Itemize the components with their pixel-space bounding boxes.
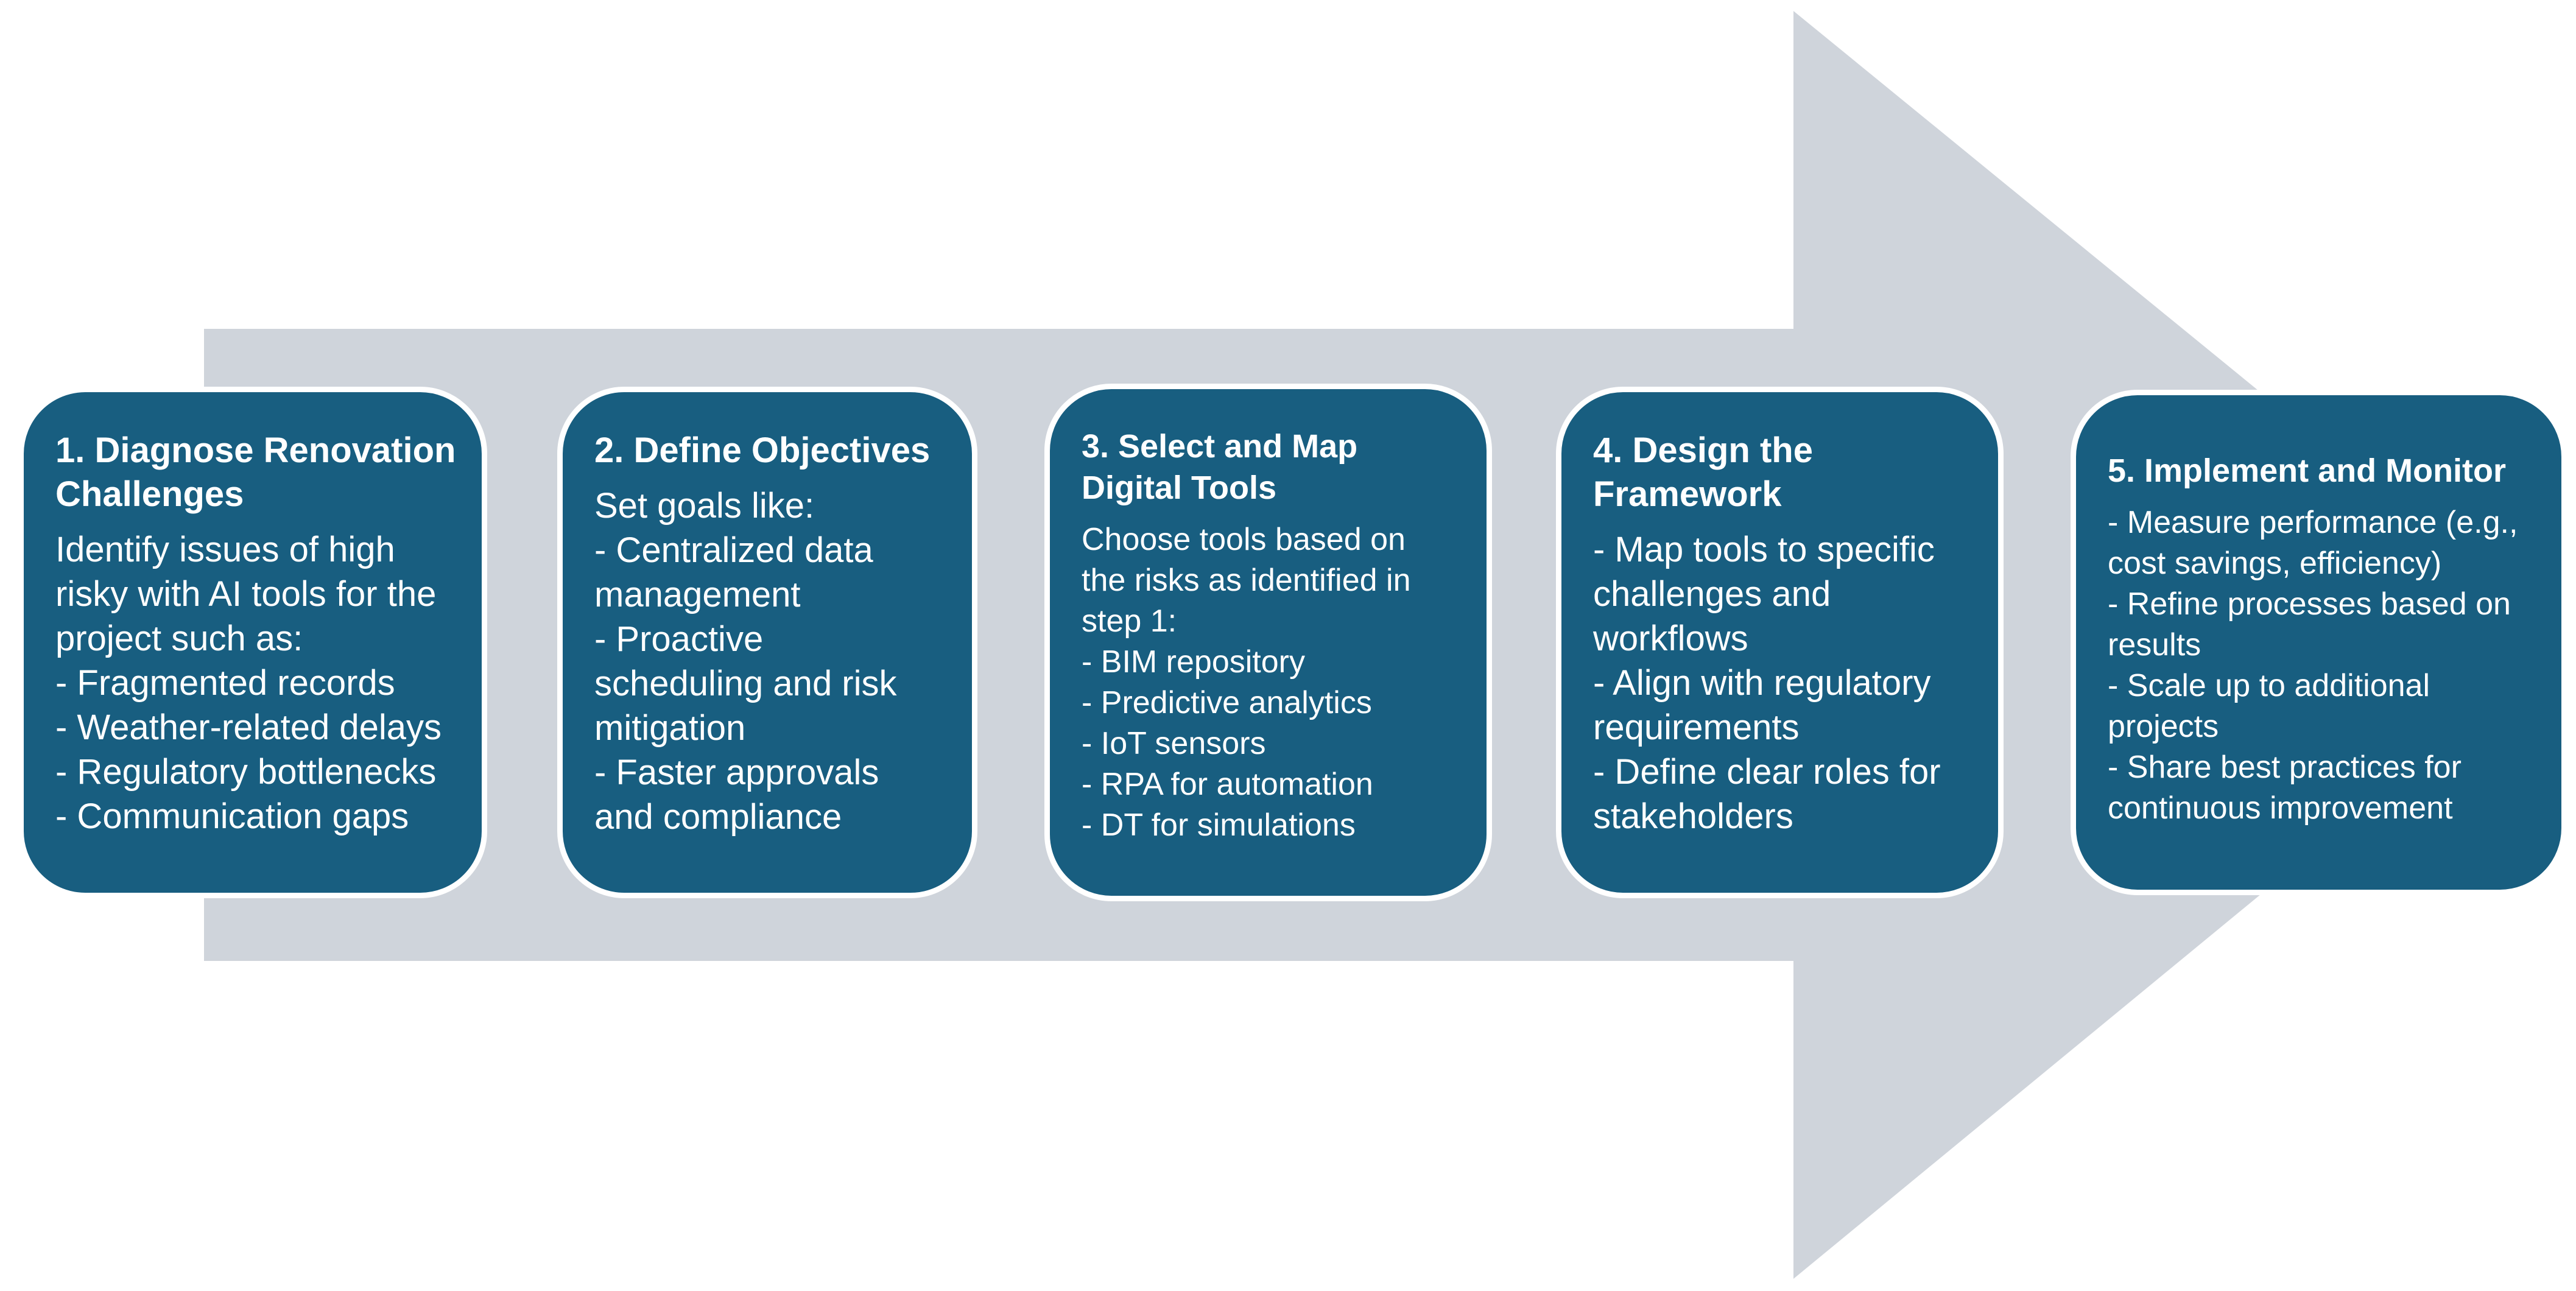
step-1-title: 1. Diagnose Renovation Challenges (55, 431, 456, 514)
step-4-title: 4. Design the Framework (1593, 431, 1813, 514)
step-5-box: 5. Implement and Monitor - Measure perfo… (2071, 390, 2567, 895)
step-2-title: 2. Define Objectives (594, 431, 931, 470)
step-1-box: 1. Diagnose Renovation Challenges Identi… (18, 387, 487, 898)
step-3-box: 3. Select and Map Digital Tools Choose t… (1044, 384, 1492, 901)
step-5-title: 5. Implement and Monitor (2108, 452, 2507, 489)
step-2-box: 2. Define Objectives Set goals like: - C… (557, 387, 977, 898)
step-2-body: Set goals like: - Centralized data manag… (594, 486, 897, 837)
step-4-body: - Map tools to specific challenges and w… (1593, 530, 1941, 836)
step-3-body: Choose tools based on the risks as ident… (1082, 522, 1411, 843)
step-1-body: Identify issues of high risky with AI to… (55, 530, 442, 836)
step-4-box: 4. Design the Framework - Map tools to s… (1556, 387, 2004, 898)
step-3-title: 3. Select and Map Digital Tools (1082, 428, 1358, 506)
step-5-body: - Measure performance (e.g., cost saving… (2108, 505, 2518, 826)
